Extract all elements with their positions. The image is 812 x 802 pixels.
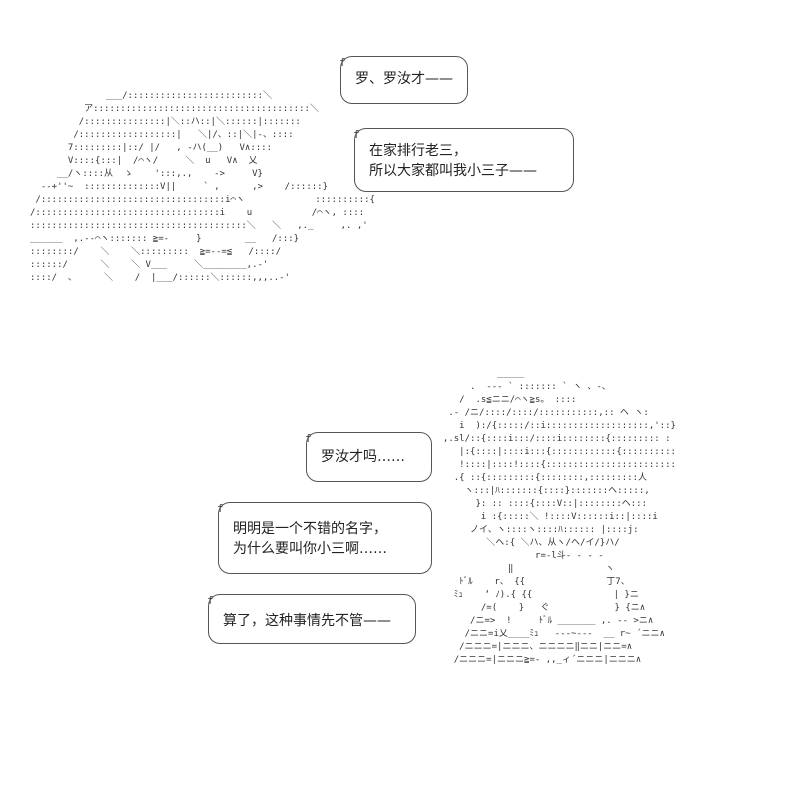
speech-bubble-2-line-1: 在家排行老三， — [369, 143, 467, 159]
speech-bubble-2: f 在家排行老三， 所以大家都叫我小三子—— — [353, 128, 574, 192]
speech-bubble-4-line-1: 明明是一个不错的名字， — [233, 521, 387, 537]
speech-bubble-5: f 算了，这种事情先不管—— — [207, 594, 416, 644]
speech-bubble-5-line-1: 算了，这种事情先不管—— — [223, 613, 391, 629]
speech-bubble-4-line-2: 为什么要叫你小三啊…… — [233, 541, 387, 557]
ascii-art-bottom-figure: _____ . --- ` ::::::: ` ヽ 、-、 / .s≦ニニ/⌒ヽ… — [442, 369, 676, 665]
bubble-tail-glyph: f — [353, 128, 360, 141]
bubble-tail-glyph: f — [339, 56, 346, 69]
speech-bubble-3: f 罗汝才吗…… — [305, 432, 432, 482]
speech-bubble-3-line-1: 罗汝才吗…… — [321, 449, 405, 465]
bubble-tail-glyph: f — [305, 432, 312, 445]
bubble-tail-glyph: f — [217, 502, 224, 515]
bubble-tail-glyph: f — [207, 594, 214, 607]
speech-bubble-1-line-1: 罗、罗汝才—— — [355, 71, 453, 87]
speech-bubble-1: f 罗、罗汝才—— — [339, 56, 468, 104]
speech-bubble-2-line-2: 所以大家都叫我小三子—— — [369, 163, 537, 179]
ascii-art-top-figure: ___/:::::::::::::::::::::::::＼ ア::::::::… — [30, 91, 375, 283]
speech-bubble-4: f 明明是一个不错的名字， 为什么要叫你小三啊…… — [217, 502, 432, 574]
